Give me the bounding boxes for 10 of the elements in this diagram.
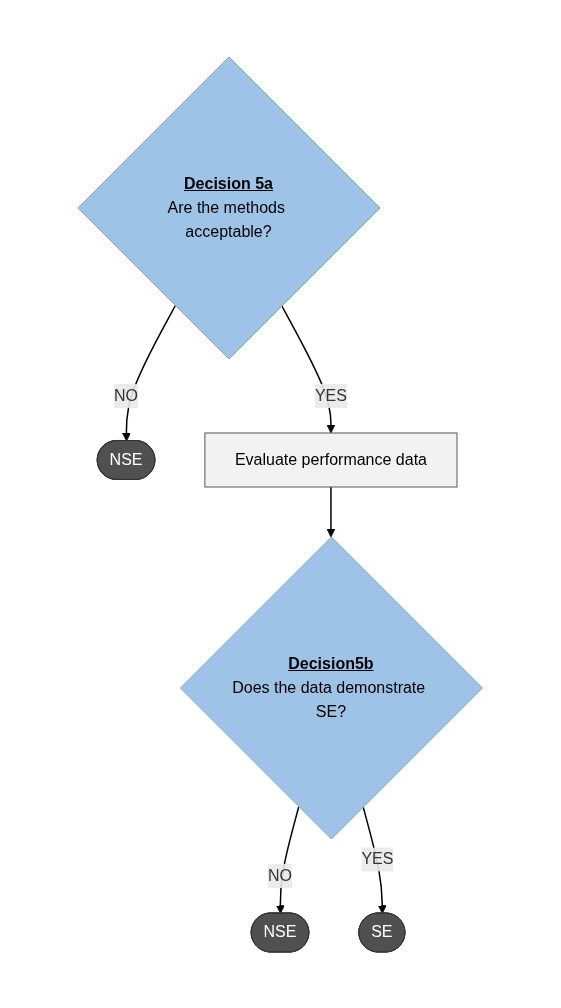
node-diamond: Decision5b Does the data demonstrate SE? bbox=[180, 536, 484, 839]
edge-label: NO bbox=[114, 386, 139, 404]
edge-label: YES bbox=[315, 386, 348, 404]
arrow bbox=[326, 485, 336, 537]
node-diamond: Decision 5a Are the methods acceptable? bbox=[77, 56, 381, 359]
node-box: Evaluate performance data bbox=[204, 432, 458, 487]
edge-label: NO bbox=[268, 866, 293, 884]
arrow bbox=[276, 805, 300, 914]
edge-label: YES bbox=[361, 849, 394, 867]
arrow bbox=[122, 304, 177, 441]
